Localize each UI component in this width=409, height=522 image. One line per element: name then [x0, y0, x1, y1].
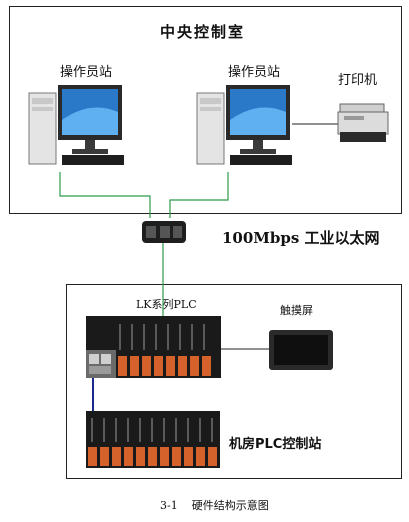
workstation-left-label: 操作员站 [60, 65, 113, 80]
network-label: 100Mbps 工业以太网 [222, 229, 380, 247]
workstation-left-icon [28, 85, 124, 165]
plc-main-rack-icon [86, 316, 221, 378]
workstation-right-icon [196, 85, 292, 165]
figure-caption: 3-1 硬件结构示意图 [160, 499, 269, 512]
control-room-title: 中央控制室 [160, 23, 246, 41]
plc-station-label: 机房PLC控制站 [229, 437, 322, 452]
workstation-right-label: 操作员站 [228, 65, 281, 80]
network-switch-icon [142, 221, 186, 243]
printer-icon [337, 103, 389, 142]
network-cables [59, 172, 229, 318]
touchscreen-label: 触摸屏 [280, 304, 313, 317]
plc-station-rack-icon [86, 411, 220, 468]
printer-label: 打印机 [338, 73, 378, 88]
plc-main-label: LK系列PLC [136, 298, 197, 311]
touchscreen-icon [269, 330, 333, 370]
